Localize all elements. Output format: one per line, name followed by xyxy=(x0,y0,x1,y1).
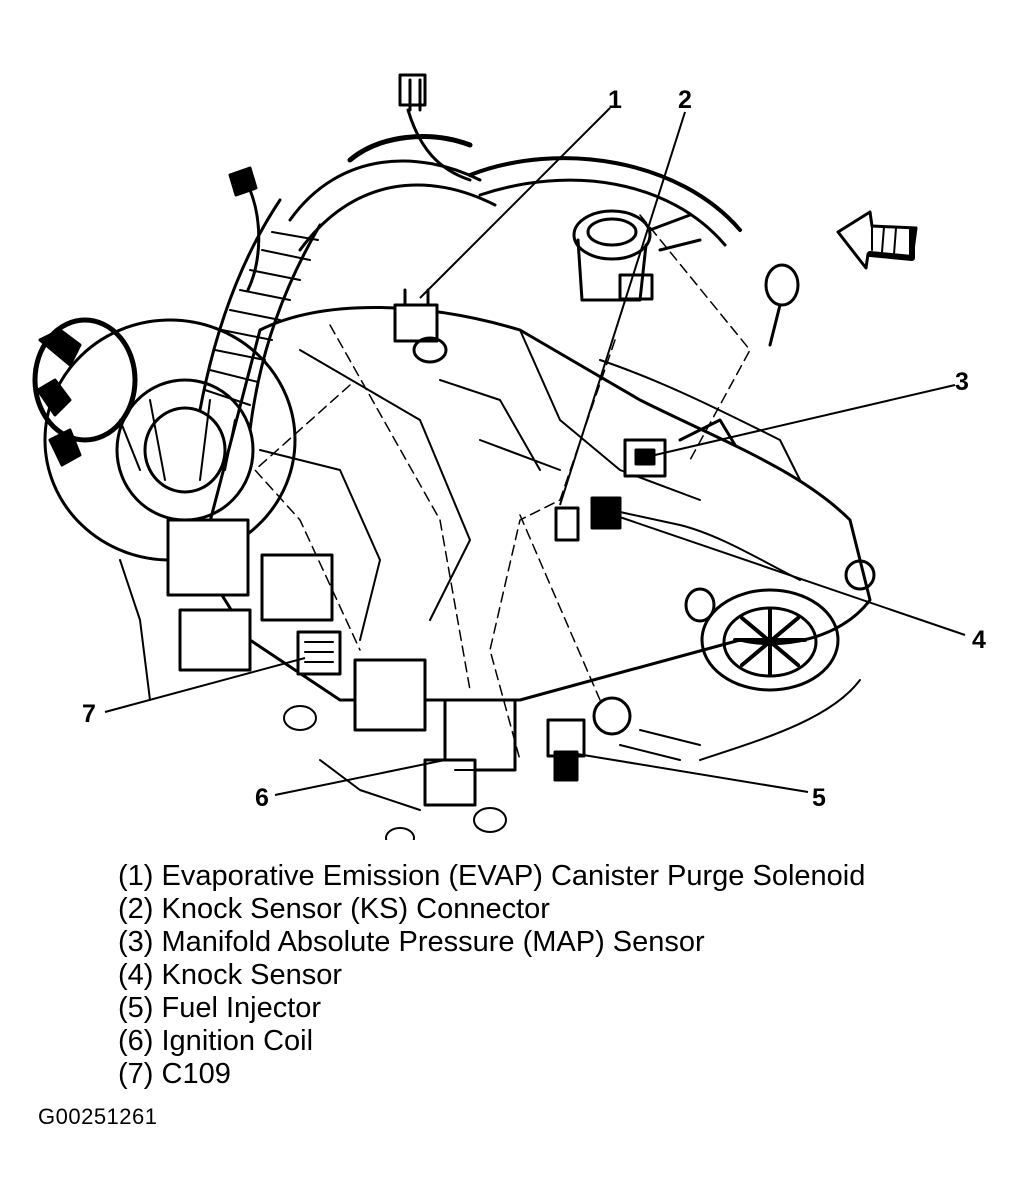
callout-7: 7 xyxy=(82,700,96,728)
callout-5: 5 xyxy=(812,784,826,812)
dashed-outlines xyxy=(254,214,751,761)
legend-item-2: (2) Knock Sensor (KS) Connector xyxy=(118,893,550,925)
throttle-body xyxy=(684,559,876,692)
engine-diagram: 1 2 3 4 5 6 7 xyxy=(32,73,986,840)
evap-purge-solenoid xyxy=(393,288,448,364)
alternator xyxy=(32,317,297,562)
legend-item-6: (6) Ignition Coil xyxy=(118,1025,314,1057)
misc-hardware xyxy=(119,559,861,840)
dipstick-handle xyxy=(764,263,800,347)
wiring-harness xyxy=(228,73,742,292)
callout-1: 1 xyxy=(608,86,622,114)
callout-2: 2 xyxy=(678,86,692,114)
knock-sensor-area xyxy=(554,496,801,581)
component-legend: (1) Evaporative Emission (EVAP) Canister… xyxy=(118,860,865,1091)
callout-3: 3 xyxy=(955,368,969,396)
fuel-injector xyxy=(546,696,632,782)
leader-lines xyxy=(104,107,966,796)
leader-line-7 xyxy=(104,657,306,713)
figure-id: G00251261 xyxy=(38,1104,158,1129)
map-sensor xyxy=(623,418,737,478)
leader-line-4 xyxy=(604,511,966,636)
ignition-coils xyxy=(166,518,517,807)
oil-filler-cap xyxy=(572,209,654,302)
leader-line-3 xyxy=(654,384,956,456)
legend-item-3: (3) Manifold Absolute Pressure (MAP) Sen… xyxy=(118,926,705,958)
callout-4: 4 xyxy=(972,626,986,654)
leader-line-2 xyxy=(559,111,686,506)
leader-line-6 xyxy=(274,759,446,796)
legend-item-1: (1) Evaporative Emission (EVAP) Canister… xyxy=(118,860,866,892)
intake-manifold xyxy=(198,306,872,702)
legend-item-5: (5) Fuel Injector xyxy=(118,992,322,1024)
leader-line-1 xyxy=(419,107,611,299)
intake-hose xyxy=(198,198,322,432)
engine-illustration xyxy=(32,73,918,840)
front-direction-arrow-icon xyxy=(836,210,918,270)
callout-6: 6 xyxy=(255,784,269,812)
c109-connector xyxy=(296,630,342,676)
leader-line-5 xyxy=(564,751,809,793)
legend-item-4: (4) Knock Sensor xyxy=(118,959,343,991)
callouts: 1 2 3 4 5 6 7 xyxy=(82,86,986,812)
legend-item-7: (7) C109 xyxy=(118,1058,231,1090)
